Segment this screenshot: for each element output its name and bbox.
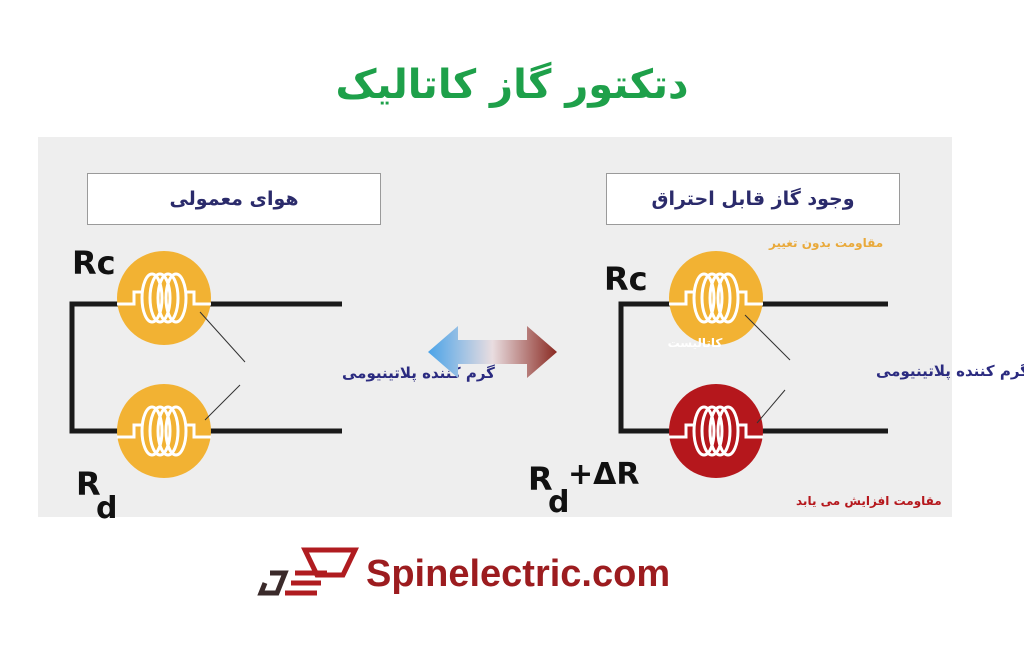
right-pointer-lines: [744, 314, 791, 424]
right-delta-r-label: +ΔR: [568, 457, 639, 492]
right-heater-label: گرم کننده پلاتینیومی: [876, 362, 1024, 381]
left-pointer-lines: [199, 311, 246, 421]
unchanged-resistance-label: مقاومت بدون تغییر: [768, 236, 883, 251]
spinelectric-logo: [257, 547, 359, 596]
right-rc-label: Rc: [604, 260, 648, 298]
left-circuit-wires: [69, 301, 342, 434]
normal-air-heading: هوای معمولی: [87, 173, 381, 225]
right-detector-element: [667, 384, 765, 478]
site-url: Spinelectric.com: [366, 553, 671, 595]
left-rd-subscript: d: [96, 491, 117, 526]
combustible-gas-heading: وجود گاز قابل احتراق: [606, 173, 900, 225]
right-compensator-element: [667, 251, 765, 345]
left-rd-label: R: [76, 465, 101, 503]
left-heater-label: گرم کننده پلاتینیومی: [342, 364, 495, 383]
left-rc-label: Rc: [72, 244, 116, 282]
catalyst-label: کاتالیست: [668, 336, 723, 350]
resistance-increases-label: مقاومت افزایش می یابد: [796, 494, 942, 509]
right-rd-subscript: d: [548, 485, 569, 520]
left-detector-element: [115, 384, 213, 478]
double-arrow-icon: [428, 326, 557, 378]
left-compensator-element: [115, 251, 213, 345]
right-rd-label: R: [528, 460, 553, 498]
page-title: دتکتور گاز کاتالیک: [335, 62, 689, 108]
